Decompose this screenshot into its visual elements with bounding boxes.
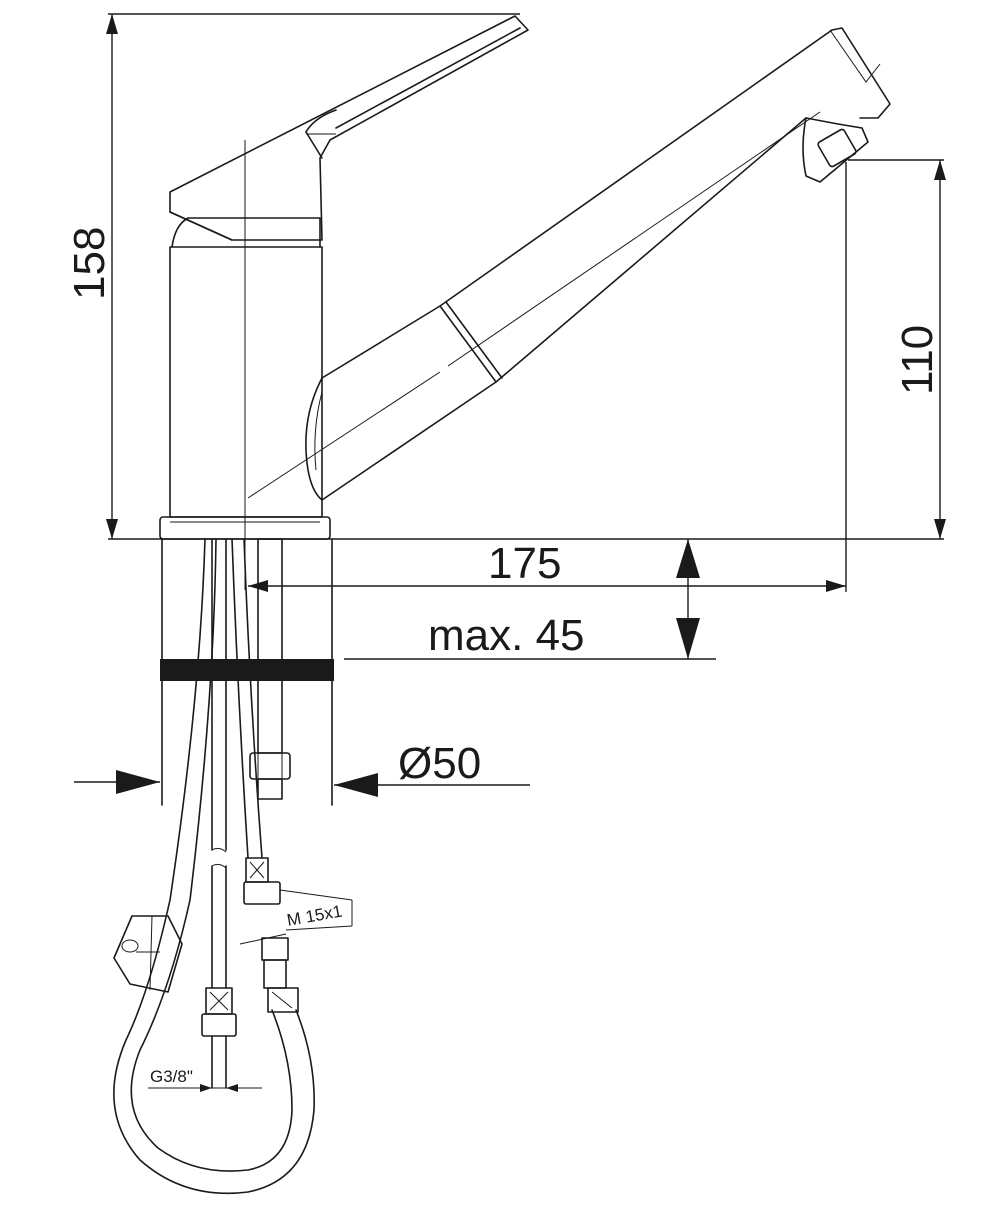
thread-label-g38: G3/8" (150, 1067, 193, 1086)
dimension-175 (248, 162, 847, 592)
counter-band (160, 659, 334, 681)
spout (247, 27, 891, 501)
thread-callout-m15 (239, 889, 353, 945)
dimension-158-label: 158 (65, 227, 114, 300)
dimension-158 (106, 13, 520, 539)
dimension-110 (848, 159, 946, 539)
dimension-diameter-label: Ø50 (398, 739, 481, 788)
dimension-110-label: 110 (893, 325, 942, 395)
hoses (113, 538, 315, 1195)
shank-and-mounting (160, 538, 334, 806)
dimension-diameter (74, 770, 530, 797)
thread-label-m15: M 15x1 (285, 902, 343, 930)
dimension-max45 (344, 539, 716, 660)
thread-callout-g38 (148, 1084, 262, 1092)
lever-handle (169, 15, 529, 241)
dimension-max45-label: max. 45 (428, 611, 585, 660)
dimension-175-label: 175 (488, 539, 561, 588)
